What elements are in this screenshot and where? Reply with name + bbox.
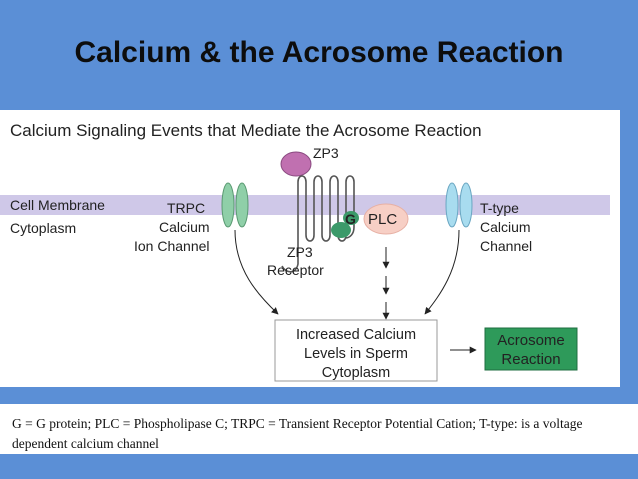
membrane-label: Cell Membrane [10,197,105,213]
g-protein-subunit [343,211,359,225]
trpc-label-line3: Ion Channel [134,238,210,254]
g-protein-label: G [345,211,356,227]
zp3-ligand [280,151,312,177]
acrosome-line2: Reaction [501,351,560,368]
g-protein [331,222,351,238]
arrow-trpc-to-calcium [234,229,279,315]
plc-enzyme [363,203,409,235]
zp3-receptor [281,175,355,273]
trpc-channel [221,182,249,228]
cytoplasm-label: Cytoplasm [10,220,76,236]
increased-calcium-line3: Cytoplasm [322,365,391,381]
diagram-panel: Calcium Signaling Events that Mediate th… [0,110,620,387]
ttype-label-line2: Calcium [480,219,531,235]
ttype-label-line1: T-type [480,200,519,216]
receptor-label-line1: ZP3 [287,244,313,260]
increased-calcium-box [274,319,438,382]
arrow-ttype-to-calcium [424,229,460,315]
footnote-text: G = G protein; PLC = Phospholipase C; TR… [12,416,583,451]
trpc-label-line1: TRPC [167,200,205,216]
receptor-label-line2: Receptor [267,262,324,278]
diagram-heading: Calcium Signaling Events that Mediate th… [10,121,482,140]
plc-label: PLC [368,211,397,228]
footer-bar [0,454,638,479]
increased-calcium-line1: Increased Calcium [296,327,416,343]
ttype-label-line3: Channel [480,238,532,254]
trpc-label-line2: Calcium [159,219,210,235]
zp3-label: ZP3 [313,145,339,161]
increased-calcium-line2: Levels in Sperm [304,346,408,362]
footnote-panel: G = G protein; PLC = Phospholipase C; TR… [0,404,638,454]
acrosome-line1: Acrosome [497,332,565,349]
t-type-channel [445,182,473,228]
acrosome-reaction-box [484,327,578,371]
slide-title: Calcium & the Acrosome Reaction [74,36,564,69]
diagram-canvas: Calcium Signaling Events that Mediate th… [0,121,610,382]
